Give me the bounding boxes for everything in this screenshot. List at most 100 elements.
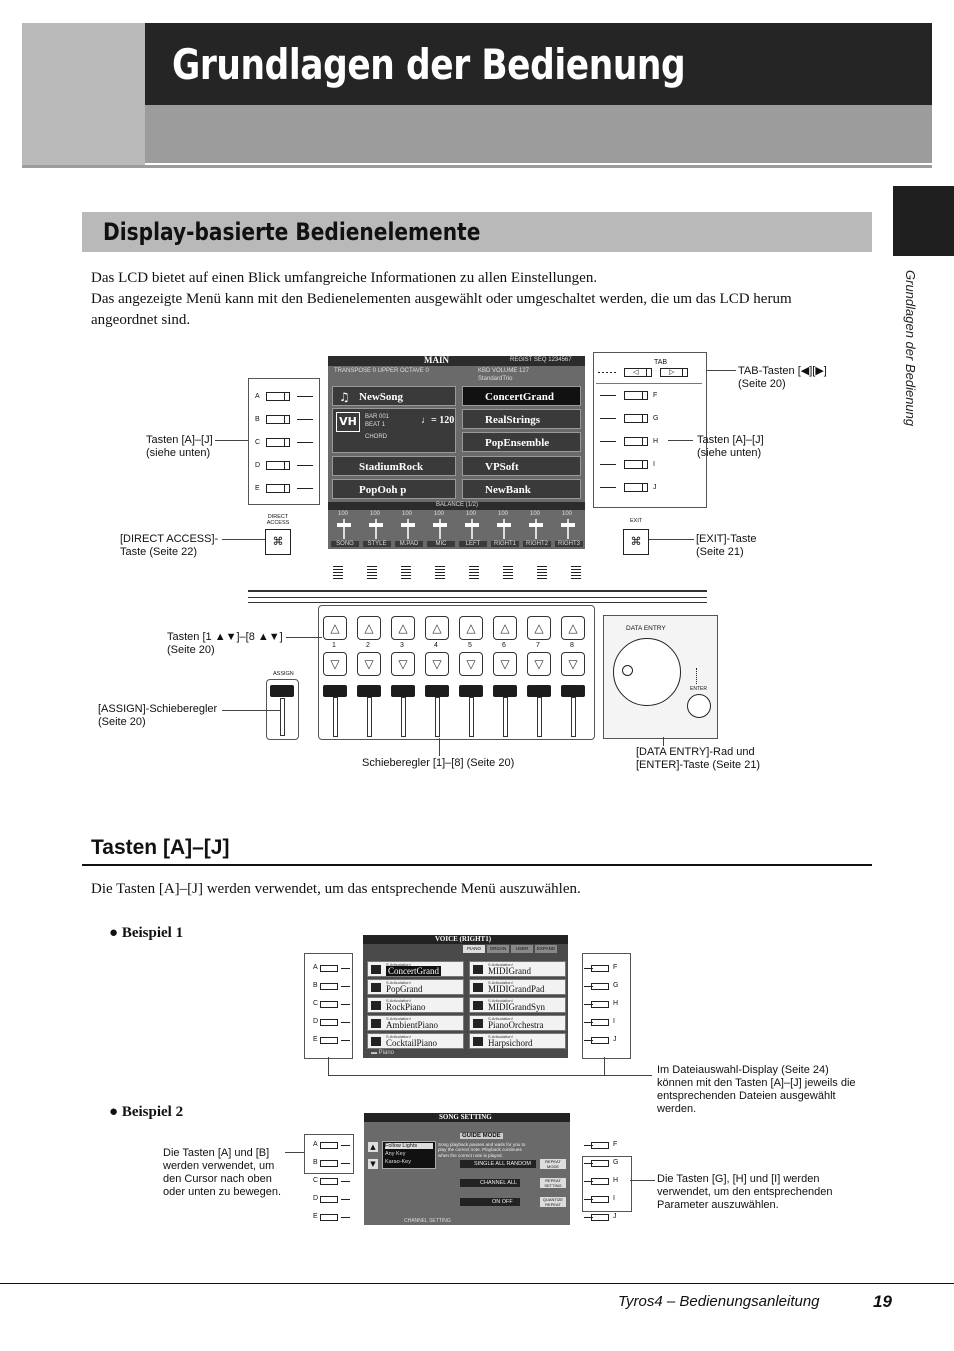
up-button-7[interactable]: △	[527, 616, 551, 640]
button-j[interactable]	[591, 1037, 609, 1044]
down-button-7[interactable]: ▽	[527, 652, 551, 676]
voice-row[interactable]: S.Articulation!Harpsichord	[469, 1033, 566, 1049]
example2-side-button[interactable]: REPEAT SETTING	[540, 1178, 566, 1188]
example2-ab-highlight	[304, 1134, 354, 1174]
voice-prefix: S.Articulation!	[386, 980, 411, 985]
down-button-5[interactable]: ▽	[459, 652, 483, 676]
slider-5[interactable]	[459, 685, 483, 697]
mixer-fader-knob[interactable]	[337, 523, 351, 527]
button-f[interactable]	[591, 965, 609, 972]
example1-tab[interactable]: PIANO	[463, 945, 485, 953]
slider-6[interactable]	[493, 685, 517, 697]
example1-tab[interactable]: EXPAND	[535, 945, 557, 953]
example2-side-button[interactable]: QUANTIZE REPEAT	[540, 1197, 566, 1207]
mixer-fader-knob[interactable]	[465, 523, 479, 527]
mixer-value: 100	[370, 511, 381, 517]
button-b[interactable]	[320, 1160, 338, 1167]
example2-setting-quantize[interactable]: ON OFF	[460, 1198, 520, 1206]
voice-row[interactable]: S.Articulation!ConcertGrand	[367, 961, 464, 977]
exit-button[interactable]: ⌘	[623, 529, 649, 555]
button-h[interactable]	[591, 1001, 609, 1008]
up-button-8[interactable]: △	[561, 616, 585, 640]
down-button-2[interactable]: ▽	[357, 652, 381, 676]
mixer-fader-knob[interactable]	[369, 523, 383, 527]
slider-4[interactable]	[425, 685, 449, 697]
down-button-1[interactable]: ▽	[323, 652, 347, 676]
up-button-3[interactable]: △	[391, 616, 415, 640]
assign-slider[interactable]	[270, 685, 294, 697]
button-e[interactable]	[266, 484, 290, 493]
up-button-1[interactable]: △	[323, 616, 347, 640]
button-h[interactable]	[624, 437, 648, 446]
guide-item[interactable]: Any Key	[385, 1151, 406, 1157]
mixer-fader-knob[interactable]	[497, 523, 511, 527]
button-e[interactable]	[320, 1214, 338, 1221]
button-c[interactable]	[266, 438, 290, 447]
enter-button[interactable]	[687, 694, 711, 718]
voice-row[interactable]: S.Articulation!MIDIGrandPad	[469, 979, 566, 995]
slider-7[interactable]	[527, 685, 551, 697]
button-d[interactable]	[266, 461, 290, 470]
down-button-6[interactable]: ▽	[493, 652, 517, 676]
up-button-2[interactable]: △	[357, 616, 381, 640]
button-tick	[584, 1040, 593, 1041]
up-button-6[interactable]: △	[493, 616, 517, 640]
voice-row[interactable]: S.Articulation!PopGrand	[367, 979, 464, 995]
example2-note-right-line: Die Tasten [G], [H] und [I] werden	[657, 1173, 820, 1185]
button-b[interactable]	[266, 415, 290, 424]
down-button-4[interactable]: ▽	[425, 652, 449, 676]
button-c[interactable]	[320, 1178, 338, 1185]
voice-prefix: S.Articulation!	[386, 1034, 411, 1039]
guide-item[interactable]: Karao-Key	[385, 1159, 411, 1165]
up-button-5[interactable]: △	[459, 616, 483, 640]
voice-row[interactable]: S.Articulation!MIDIGrandSyn	[469, 997, 566, 1013]
button-b[interactable]	[320, 983, 338, 990]
example2-setting-repeat[interactable]: SINGLE ALL RANDOM	[460, 1160, 536, 1168]
voice-row[interactable]: S.Articulation!CocktailPiano	[367, 1033, 464, 1049]
example2-side-button[interactable]: REPEAT MODE	[540, 1159, 566, 1169]
button-g[interactable]	[591, 983, 609, 990]
button-i[interactable]	[591, 1019, 609, 1026]
up-button-4[interactable]: △	[425, 616, 449, 640]
slider-8[interactable]	[561, 685, 585, 697]
lcd-style-name: StandardTrio	[478, 376, 513, 382]
tab-right-button[interactable]: ▷	[660, 368, 688, 377]
data-entry-dial[interactable]	[613, 638, 681, 706]
button-e[interactable]	[320, 1037, 338, 1044]
guide-item[interactable]: Follow Lights	[385, 1143, 433, 1149]
example1-tab[interactable]: USER	[511, 945, 533, 953]
button-c[interactable]	[320, 1001, 338, 1008]
button-j[interactable]	[591, 1214, 609, 1221]
example2-setting-channel[interactable]: CHANNEL ALL	[460, 1179, 520, 1187]
example2-guide-list[interactable]: Follow Lights Any Key Karao-Key	[382, 1141, 436, 1169]
direct-access-button[interactable]: ⌘	[265, 529, 291, 555]
button-f[interactable]	[624, 391, 648, 400]
button-d[interactable]	[320, 1019, 338, 1026]
button-f[interactable]	[591, 1142, 609, 1149]
button-d[interactable]	[320, 1196, 338, 1203]
button-j[interactable]	[624, 483, 648, 492]
voice-row[interactable]: S.Articulation!AmbientPiano	[367, 1015, 464, 1031]
cursor-down-icon[interactable]: ▼	[368, 1159, 378, 1169]
piano-icon	[473, 983, 483, 992]
mixer-fader-knob[interactable]	[433, 523, 447, 527]
voice-row[interactable]: S.Articulation!MIDIGrand	[469, 961, 566, 977]
voice-row[interactable]: S.Articulation!PianoOrchestra	[469, 1015, 566, 1031]
down-button-8[interactable]: ▽	[561, 652, 585, 676]
button-i[interactable]	[624, 460, 648, 469]
slider-3[interactable]	[391, 685, 415, 697]
button-a[interactable]	[320, 1142, 338, 1149]
mixer-fader-knob[interactable]	[561, 523, 575, 527]
tab-left-button[interactable]: ◁	[624, 368, 652, 377]
voice-row[interactable]: S.Articulation!RockPiano	[367, 997, 464, 1013]
slider-2[interactable]	[357, 685, 381, 697]
mixer-fader-knob[interactable]	[529, 523, 543, 527]
button-a[interactable]	[320, 965, 338, 972]
cursor-up-icon[interactable]: ▲	[368, 1142, 378, 1152]
down-button-3[interactable]: ▽	[391, 652, 415, 676]
button-a[interactable]	[266, 392, 290, 401]
slider-1[interactable]	[323, 685, 347, 697]
mixer-fader-knob[interactable]	[401, 523, 415, 527]
example1-tab[interactable]: ORGAN	[487, 945, 509, 953]
button-g[interactable]	[624, 414, 648, 423]
